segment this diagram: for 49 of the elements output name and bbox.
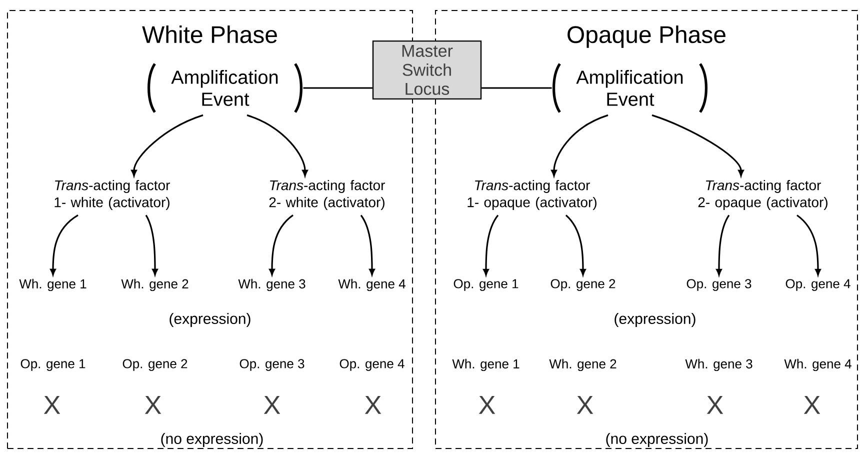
gene-label: Wh. gene 3 — [238, 278, 306, 292]
arrow — [551, 114, 608, 176]
x-mark: X — [804, 396, 820, 414]
gene-label: Op. gene 4 — [786, 279, 850, 291]
arrow — [565, 214, 586, 276]
arrow — [796, 214, 821, 276]
arrow — [50, 214, 78, 276]
arrow — [716, 214, 730, 276]
gene-label: Op. gene 3 — [686, 279, 752, 291]
gene-label: Wh. gene 4 — [784, 358, 852, 372]
expression-label: (expression) — [170, 313, 250, 327]
arrow — [360, 214, 375, 276]
factor-label: Trans-acting factor 2- white (activator) — [269, 180, 385, 210]
gene-label: Op. gene 3 — [240, 359, 304, 371]
bracketed-label: Amplification Event — [148, 62, 302, 114]
gene-label: Wh. gene 2 — [549, 358, 616, 372]
gene-label: Wh. gene 1 — [19, 278, 86, 292]
expression-label: (expression) — [614, 313, 696, 327]
factor-label: Trans-acting factor 1- white (activator) — [54, 180, 170, 210]
gene-label: Wh. gene 3 — [685, 358, 752, 372]
x-mark: X — [144, 396, 162, 414]
arrow — [652, 114, 744, 176]
expression-label: (no expression) — [161, 433, 263, 447]
gene-label: Op. gene 1 — [454, 279, 518, 291]
x-mark: X — [364, 396, 382, 414]
arrow — [269, 214, 294, 276]
connector-line — [303, 87, 372, 89]
gene-label: Op. gene 4 — [340, 359, 404, 371]
gene-label: Wh. gene 1 — [452, 358, 520, 372]
factor-label: Trans-acting factor 1- opaque (activator) — [468, 180, 596, 210]
bracketed-label: Amplification Event — [552, 62, 708, 114]
gene-label: Op. gene 2 — [550, 279, 616, 291]
arrow — [246, 114, 308, 176]
gene-label: Wh. gene 4 — [338, 278, 406, 292]
gene-label: Op. gene 2 — [122, 359, 188, 371]
factor-label: Trans-acting factor 2- opaque (activator) — [698, 180, 828, 210]
x-mark: X — [478, 396, 496, 414]
gene-label: Op. gene 1 — [20, 359, 86, 371]
x-mark: X — [264, 396, 280, 414]
gene-label: Wh. gene 2 — [121, 278, 188, 292]
arrow — [483, 214, 499, 276]
arrow — [145, 214, 158, 276]
locus-box: Master Switch Locus — [372, 40, 482, 100]
connector-line — [482, 87, 552, 89]
x-mark: X — [44, 396, 60, 414]
arrow — [131, 114, 204, 176]
expression-label: (no expression) — [606, 433, 708, 447]
x-mark: X — [576, 396, 594, 414]
x-mark: X — [706, 396, 724, 414]
